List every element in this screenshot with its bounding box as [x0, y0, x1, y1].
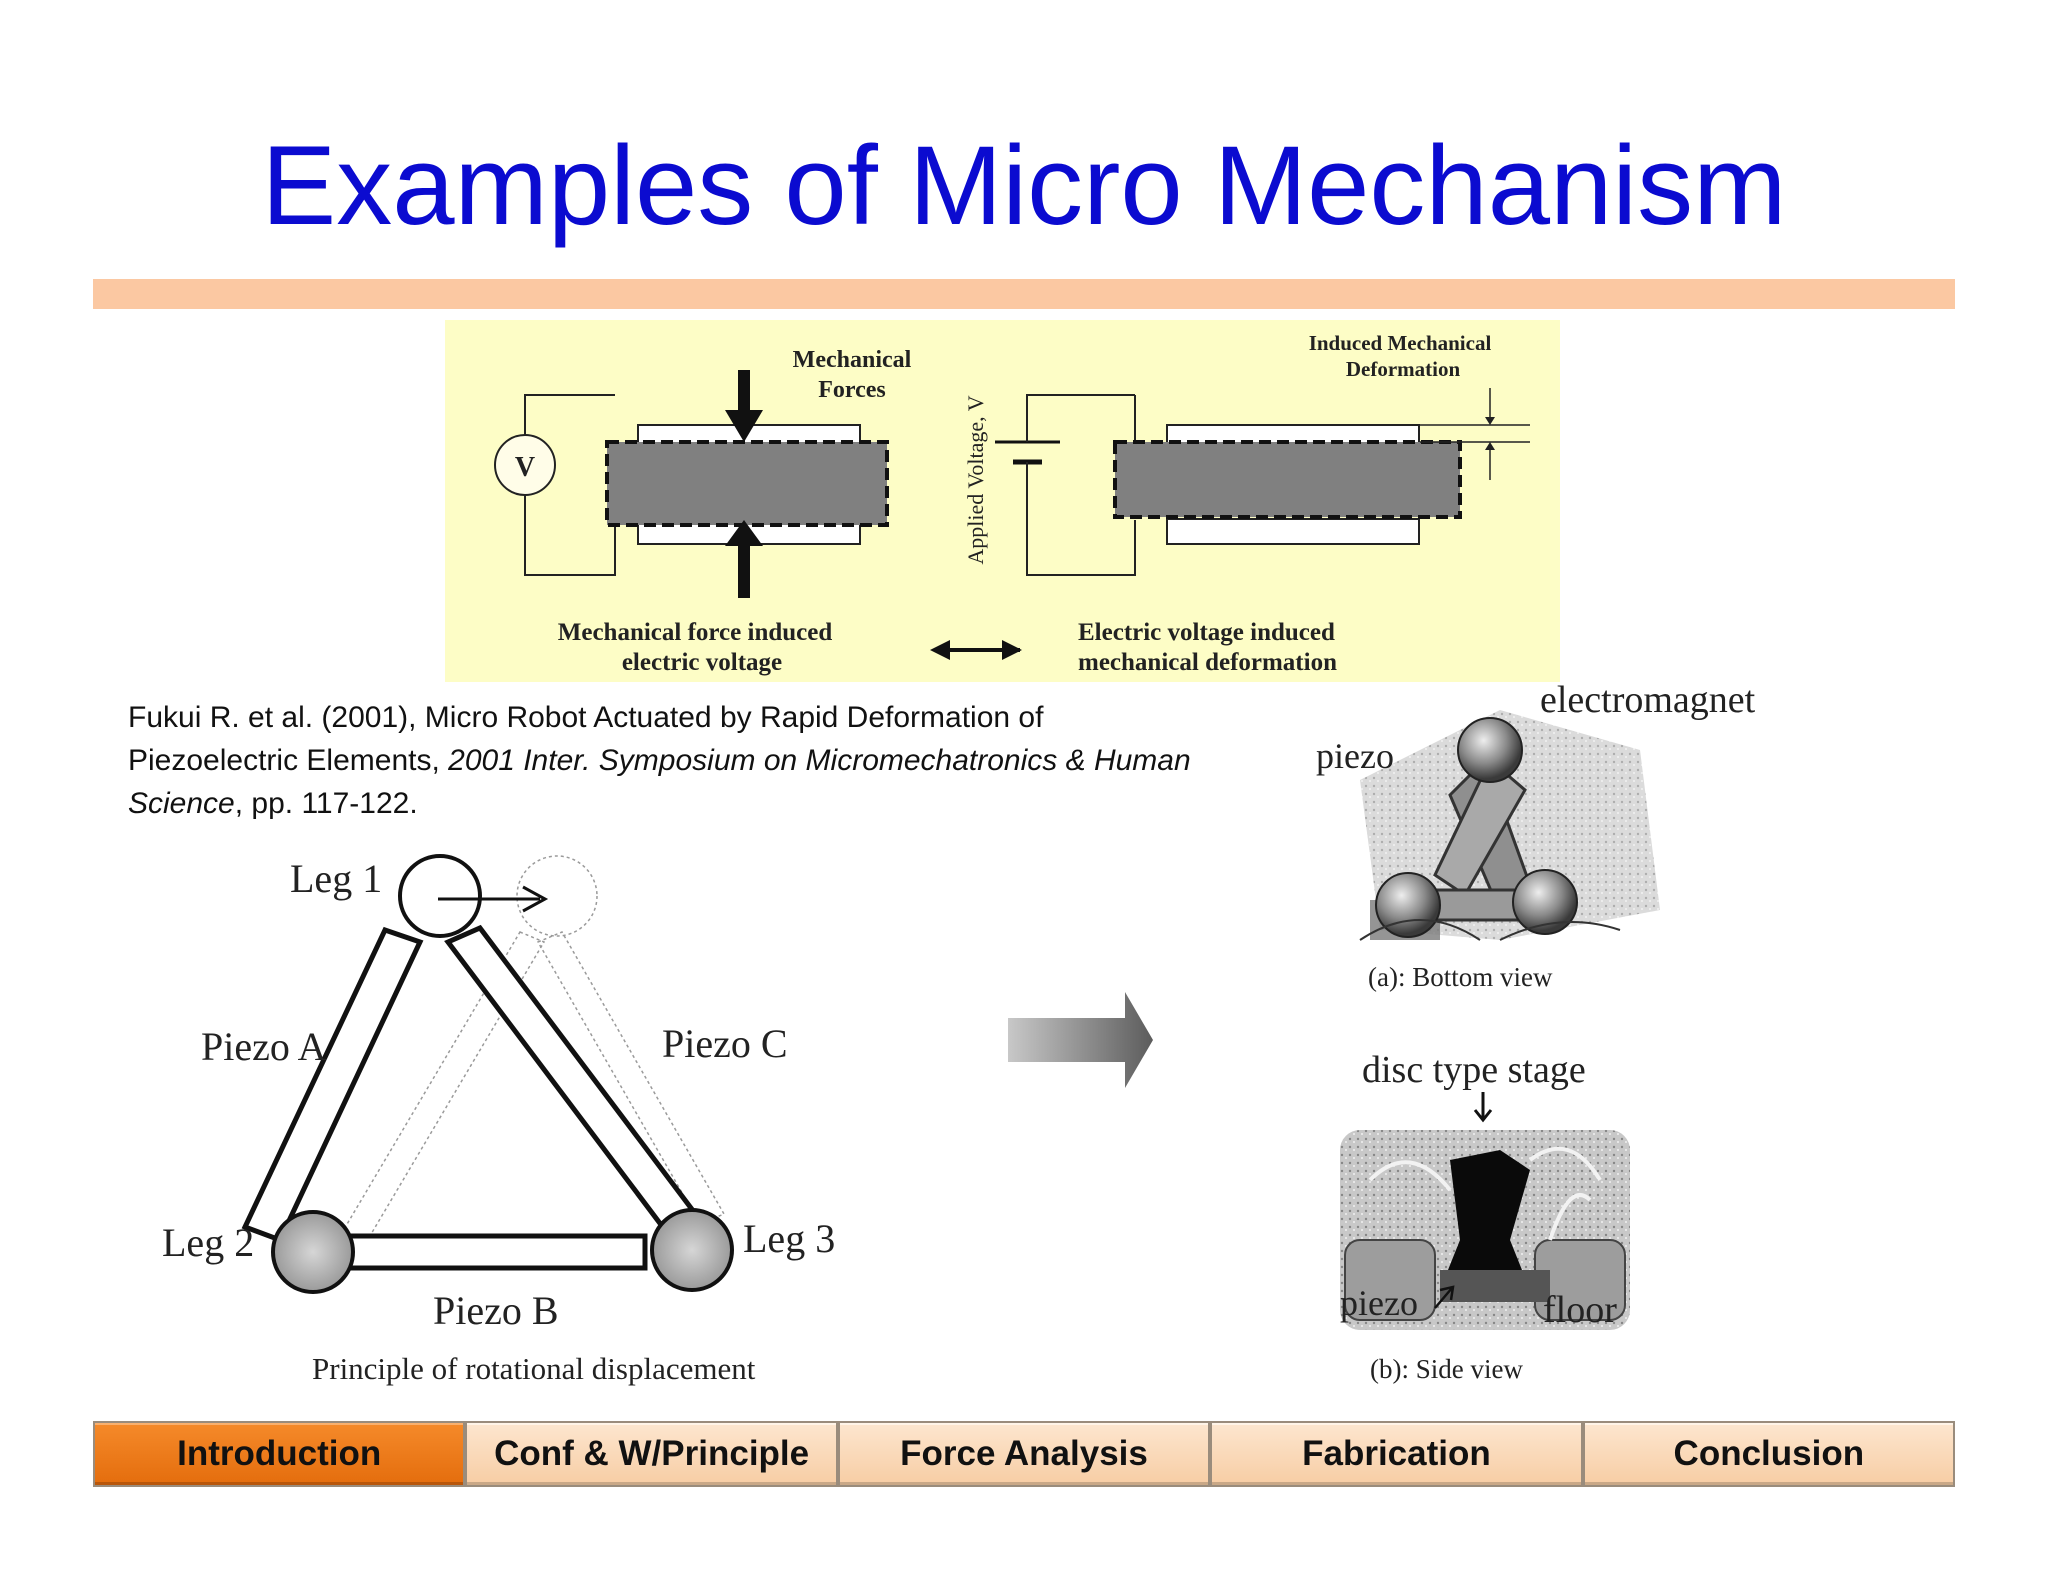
induced-deformation-label-1: Induced Mechanical	[1309, 331, 1492, 355]
force-arrow-top-shaft	[738, 370, 750, 418]
voltmeter-label: V	[515, 452, 535, 483]
deformation-arrow-up-head	[1485, 442, 1495, 450]
leg-1-circle	[398, 854, 482, 938]
piezo-pointer-head	[1439, 1285, 1455, 1301]
right-wire-top	[1026, 394, 1135, 442]
disc-stage-label: disc type stage	[1362, 1049, 1586, 1091]
piezo-c-label: Piezo C	[662, 1021, 788, 1066]
robot-side-image	[1340, 1130, 1630, 1330]
right-piezo-block	[1113, 440, 1462, 519]
floor-label: floor	[1543, 1289, 1617, 1331]
leg-2-label: Leg 2	[162, 1220, 254, 1265]
induced-deformation-label-2: Deformation	[1346, 357, 1461, 381]
mechanical-forces-label-1: Mechanical	[793, 347, 912, 373]
piezo-top-label: piezo	[1316, 736, 1394, 776]
disc-stage-pointer-head	[1473, 1109, 1493, 1123]
caption-right-2: mechanical deformation	[1078, 649, 1337, 676]
right-electrode-bottom	[1166, 518, 1420, 545]
nav-tab-fabrication[interactable]: Fabrication	[1210, 1421, 1583, 1487]
left-piezo-block	[605, 440, 889, 527]
reference-citation: Fukui R. et al. (2001), Micro Robot Actu…	[128, 696, 1208, 825]
nav-tab-introduction[interactable]: Introduction	[93, 1421, 466, 1487]
left-wire-bottom	[524, 480, 616, 576]
piezo-a-label: Piezo A	[201, 1024, 327, 1069]
section-navigation-bar: Introduction Conf & W/Principle Force An…	[93, 1421, 1956, 1487]
piezo-bottom-label: piezo	[1340, 1283, 1418, 1323]
applied-voltage-label: Applied Voltage, V	[963, 395, 988, 564]
leg-1-label: Leg 1	[290, 856, 382, 901]
leg-3-label: Leg 3	[743, 1216, 835, 1261]
slide-title: Examples of Micro Mechanism	[261, 123, 1787, 248]
piezo-b-label: Piezo B	[433, 1288, 559, 1333]
piezo-b-beam	[347, 1233, 648, 1271]
displacement-arrow-head	[522, 885, 549, 913]
left-wire-top	[524, 394, 615, 450]
mechanical-forces-label-2: Forces	[818, 377, 886, 403]
citation-venue: 2001 Inter. Symposium on Micromechatroni…	[128, 744, 1191, 820]
voltmeter-icon	[494, 434, 556, 496]
triangle-caption: Principle of rotational displacement	[312, 1351, 756, 1386]
piezo-pointer	[1434, 1287, 1453, 1309]
electromagnet-label: electromagnet	[1540, 680, 1756, 721]
deformation-arrow-down-head	[1485, 417, 1495, 425]
caption-side-view: (b): Side view	[1370, 1354, 1523, 1384]
caption-bottom-view: (a): Bottom view	[1368, 962, 1553, 992]
nav-tab-conf-working-principle[interactable]: Conf & W/Principle	[465, 1421, 838, 1487]
side-view-photo: disc type stage piezo floor (b): Side vi…	[1340, 1049, 1630, 1384]
double-arrow-left-head	[930, 640, 950, 660]
piezo-c-beam	[444, 924, 704, 1238]
robot-bottom-image	[1359, 710, 1660, 941]
piezo-a-beam	[241, 926, 424, 1244]
rotational-displacement-diagram: Leg 1 Piezo A Piezo C Leg 2 Leg 3 Piezo …	[162, 854, 835, 1386]
caption-left-2: electric voltage	[622, 649, 782, 676]
nav-tab-conclusion[interactable]: Conclusion	[1582, 1421, 1956, 1487]
citation-text: Fukui R. et al. (2001), Micro Robot Actu…	[128, 701, 1044, 777]
nav-tab-force-analysis[interactable]: Force Analysis	[837, 1421, 1211, 1487]
force-arrow-bottom-shaft	[738, 538, 750, 598]
leg-2-circle	[271, 1210, 355, 1294]
transition-arrow-icon	[1008, 992, 1153, 1088]
citation-pages: , pp. 117-122.	[234, 787, 418, 820]
force-arrow-top-head	[725, 410, 763, 442]
double-arrow-right-head	[1002, 640, 1022, 660]
caption-left-1: Mechanical force induced	[558, 619, 833, 646]
leg-3-circle	[650, 1208, 734, 1292]
force-arrow-bottom-head	[725, 520, 763, 546]
title-underline-bar	[93, 279, 1955, 309]
right-wire-bottom	[1026, 462, 1136, 576]
bottom-view-photo: electromagnet piezo (a): Bottom view	[1316, 680, 1756, 992]
caption-right-1: Electric voltage induced	[1078, 619, 1335, 646]
piezoelectric-effect-figure: V Mechanical Forces Applied Voltage, V I…	[445, 320, 1560, 682]
